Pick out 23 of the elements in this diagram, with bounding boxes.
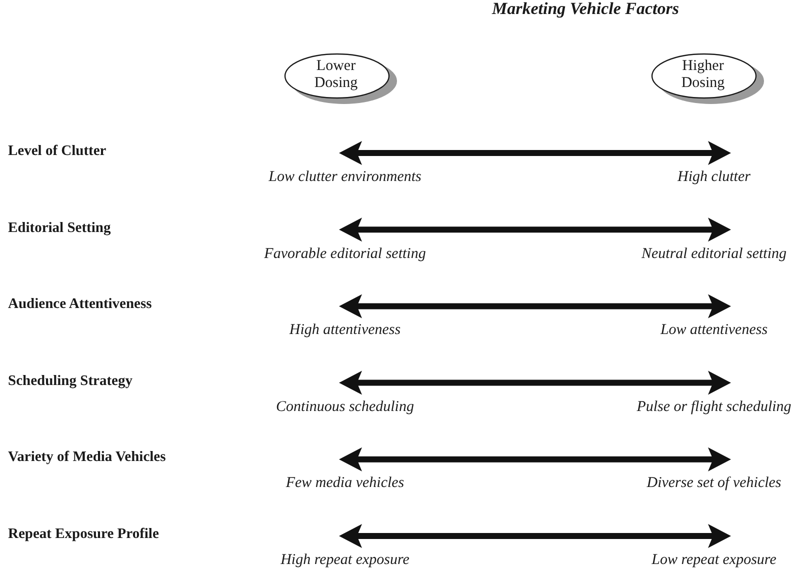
scale-end-label: High clutter xyxy=(678,169,750,186)
scale-end-label: Low repeat exposure xyxy=(652,552,776,569)
scale-end-label: Neutral editorial setting xyxy=(642,246,786,263)
factor-label: Level of Clutter xyxy=(8,143,106,160)
node-label: Lower Dosing xyxy=(313,58,359,92)
scale-end-label: Diverse set of vehicles xyxy=(646,475,782,492)
scale-end-label: Pulse or flight scheduling xyxy=(636,398,792,416)
scale-end-label: Few media vehicles xyxy=(286,475,404,492)
factor-label: Scheduling Strategy xyxy=(8,372,132,390)
scale-end-label: Favorable editorial setting xyxy=(264,246,426,263)
scale-end-label: High attentiveness xyxy=(289,322,401,340)
node-label: Higher Dosing xyxy=(680,58,726,92)
scale-end-label: Low clutter environments xyxy=(268,169,422,186)
factor-label: Repeat Exposure Profile xyxy=(8,526,159,543)
factor-label: Variety of Media Vehicles xyxy=(8,449,166,466)
scale-end-label: Low attentiveness xyxy=(660,322,768,340)
scale-end-label: Continuous scheduling xyxy=(276,398,414,416)
scale-end-label: High repeat exposure xyxy=(280,552,410,569)
factor-label: Audience Attentiveness xyxy=(8,296,152,314)
factor-label: Editorial Setting xyxy=(8,220,111,237)
ellipse-node xyxy=(650,52,765,105)
diagram-title: Marketing Vehicle Factors xyxy=(492,0,680,19)
ellipse-node xyxy=(283,52,398,105)
